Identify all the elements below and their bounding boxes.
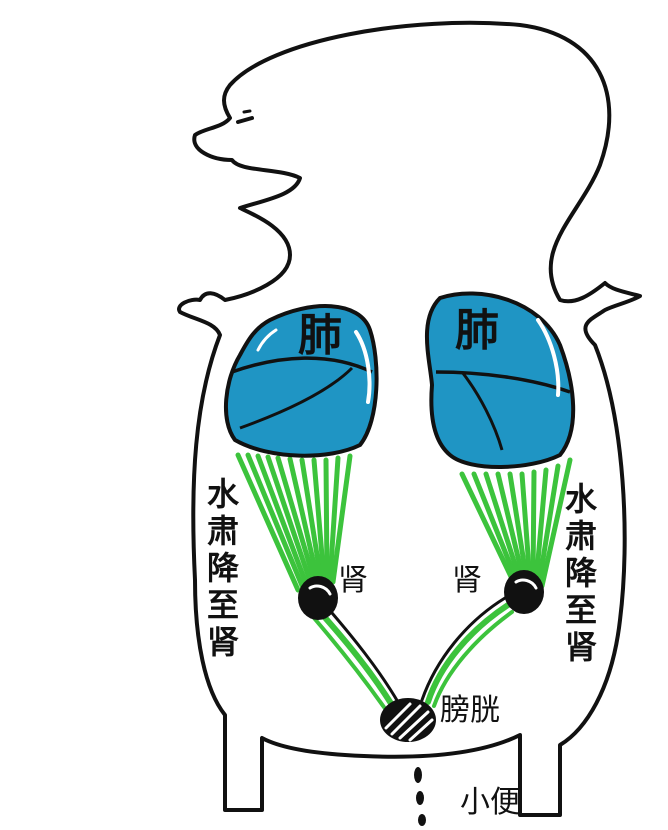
lung-right	[425, 291, 576, 469]
side-text-right-char: 肾	[565, 628, 597, 666]
kidney-right	[504, 570, 544, 614]
bladder-label: 膀胱	[440, 693, 500, 728]
side-text-left-char: 肃	[207, 512, 239, 550]
lung-right-label: 肺	[455, 305, 499, 356]
side-text-left-char: 肾	[207, 623, 239, 661]
urine-label: 小便	[460, 785, 520, 820]
kidney-right-label: 肾	[452, 563, 482, 598]
side-text-right-char: 至	[565, 591, 597, 629]
side-text-right-char: 降	[565, 554, 598, 592]
side-text-right: 水 肃 降 至 肾	[565, 480, 598, 666]
ureter-right	[420, 596, 514, 708]
body-outline	[177, 20, 642, 817]
kidney-left-label: 肾	[338, 563, 368, 598]
side-text-left-char: 至	[207, 586, 239, 624]
side-text-left-char: 降	[207, 549, 240, 587]
side-text-left-char: 水	[207, 475, 240, 513]
urine-drops	[414, 767, 426, 826]
side-text-left: 水 肃 降 至 肾	[207, 475, 240, 661]
side-text-right-char: 肃	[565, 517, 597, 555]
channel-right	[459, 457, 573, 589]
kidney-left	[298, 576, 338, 620]
bladder	[380, 698, 436, 742]
channel-left	[235, 452, 353, 593]
ureter-left	[312, 604, 400, 712]
eye-mark	[236, 116, 254, 124]
lung-left-label: 肺	[298, 310, 342, 361]
eyebrow-mark	[242, 109, 252, 114]
lung-left	[223, 304, 379, 458]
side-text-right-char: 水	[565, 480, 598, 518]
